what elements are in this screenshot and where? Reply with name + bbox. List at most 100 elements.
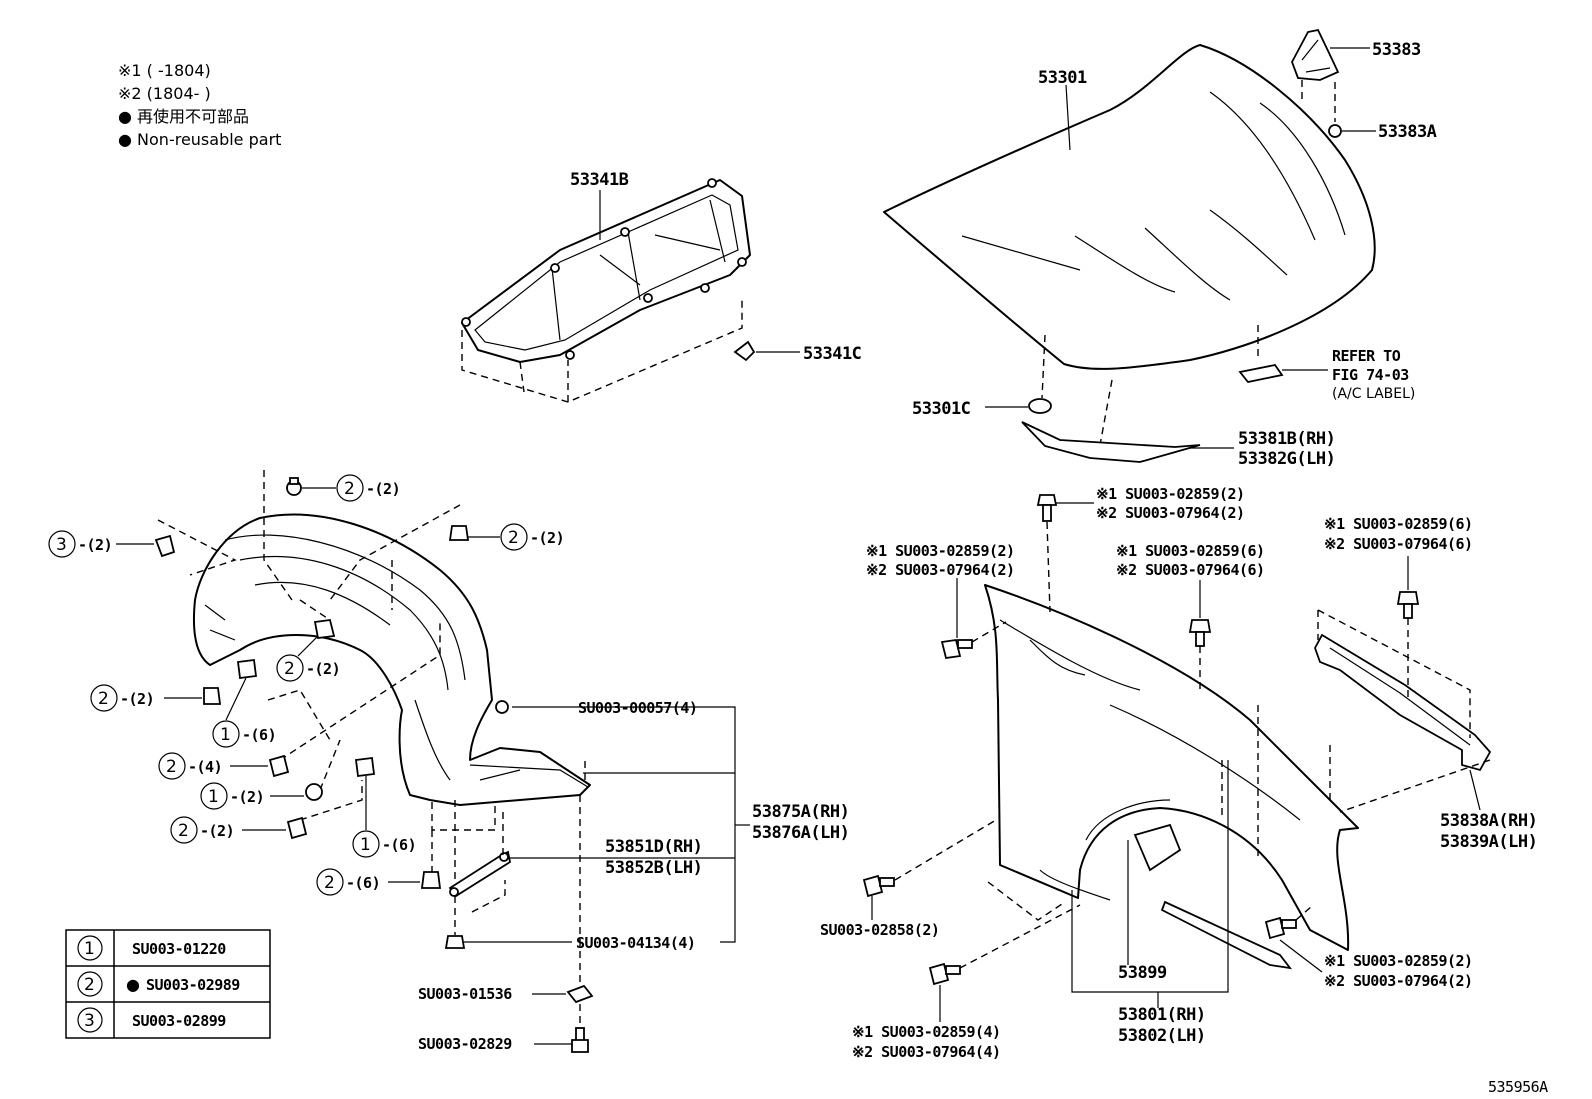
front-fender[interactable] [984, 584, 1359, 951]
label-bracket-lh: 53839A(LH) [1440, 832, 1537, 852]
svg-text:2: 2 [284, 659, 295, 679]
label-bolt-br-2: ※2 SU003-07964(2) [1324, 972, 1473, 990]
callout-c1-left: 1 -(2) [200, 782, 304, 810]
label-brace-lh: 53852B(LH) [605, 858, 702, 878]
svg-text:1: 1 [220, 725, 231, 745]
label-bolt-top-1: ※1 SU003-02859(2) [1096, 485, 1245, 503]
svg-text:1: 1 [360, 835, 371, 855]
svg-text:2: 2 [84, 975, 95, 995]
hood-seal[interactable] [1021, 421, 1201, 463]
legend-part-1: SU003-01220 [132, 940, 226, 958]
callout-c2-four: 2 -(4) [158, 752, 268, 780]
label-bolt-lowleft: SU003-02858(2) [820, 921, 939, 939]
hood-panel[interactable] [883, 44, 1376, 370]
qty-c2-right: -(2) [530, 529, 564, 547]
liner-screw[interactable] [444, 935, 466, 949]
note-line-1: ※1 ( -1804) [118, 61, 211, 80]
callout-c3: 3 -(2) [48, 530, 154, 558]
nut-plate[interactable] [566, 984, 594, 1004]
hood-insulator[interactable] [461, 178, 751, 363]
insulator-clip[interactable] [733, 340, 756, 362]
hood-cushion[interactable] [1028, 398, 1052, 414]
callout-c2-left: 2 -(2) [90, 684, 202, 712]
fender-bolt-top[interactable] [1036, 494, 1058, 522]
label-hood-stopper: 53383 [1372, 40, 1421, 60]
liner-brace[interactable] [448, 850, 512, 898]
fender-bolt-lowleft[interactable] [862, 874, 895, 898]
label-liner-lh: 53876A(LH) [752, 823, 849, 843]
callout-c2-inner: 2 -(2) [276, 635, 341, 682]
svg-text:2: 2 [98, 689, 109, 709]
qty-c1-inner: -(6) [242, 726, 276, 744]
label-bolt-br-1: ※1 SU003-02859(2) [1324, 952, 1473, 970]
fender-bolt-bottomright[interactable] [1264, 916, 1297, 940]
ac-label-plate[interactable] [1238, 364, 1284, 383]
legend-row-2: 2 ● SU003-02989 [77, 971, 241, 997]
fender-bolt-left[interactable] [940, 638, 973, 660]
label-bolt-left-1: ※1 SU003-02859(2) [866, 542, 1015, 560]
label-insulator-clip: 53341C [803, 344, 861, 364]
fender-seal-strip[interactable] [1133, 823, 1293, 970]
label-liner-nut: SU003-00057(4) [578, 699, 697, 717]
callout-c1-low: 1 -(6) [352, 776, 417, 858]
notes-block: ※1 ( -1804) ※2 (1804- ) ● 再使用不可部品 ● Non-… [118, 61, 281, 149]
fender-bracket[interactable] [1314, 633, 1492, 772]
qty-c1-left: -(2) [230, 788, 264, 806]
clip-c1-inner[interactable] [236, 658, 258, 680]
label-bolt-right-2: ※2 SU003-07964(6) [1324, 535, 1473, 553]
legend-row-1: 1 SU003-01220 [77, 935, 227, 961]
fender-bolt-mid[interactable] [1188, 619, 1212, 647]
callout-c1-inner: 1 -(6) [212, 677, 277, 748]
label-screw-bottom: SU003-02829 [418, 1035, 512, 1053]
svg-text:3: 3 [84, 1011, 95, 1031]
label-bracket-rh: 53838A(RH) [1440, 811, 1537, 831]
clip-c2-top[interactable] [286, 477, 302, 496]
note-line-3: ● 再使用不可部品 [118, 107, 249, 126]
callout-c2-top: 2 -(2) [302, 474, 401, 502]
fender-bolt-bottom[interactable] [928, 962, 961, 986]
clip-c2-low[interactable] [286, 816, 308, 840]
svg-text:2: 2 [166, 757, 177, 777]
legend-part-3: SU003-02899 [132, 1012, 226, 1030]
label-bolt-mid-2: ※2 SU003-07964(6) [1116, 561, 1265, 579]
legend-table: 1 SU003-01220 2 ● SU003-02989 3 SU003-02… [65, 929, 271, 1039]
clip-c2-inner[interactable] [313, 619, 336, 639]
qty-c3: -(2) [78, 536, 112, 554]
qty-c1-low: -(6) [382, 836, 416, 854]
screw-bottom[interactable] [571, 1027, 589, 1053]
fender-bolt-right[interactable] [1396, 591, 1420, 619]
note-line-2: ※2 (1804- ) [118, 84, 211, 103]
non-reusable-bullet: ● [126, 975, 140, 994]
svg-text:2: 2 [324, 873, 335, 893]
clip-c3[interactable] [154, 534, 176, 558]
qty-c2-inner: -(2) [306, 660, 340, 678]
hood-stopper[interactable] [1291, 28, 1340, 81]
clip-c2-six[interactable] [420, 871, 442, 889]
note-line-4: ● Non-reusable part [118, 130, 281, 149]
liner-nut[interactable] [495, 700, 509, 714]
label-fender-rh: 53801(RH) [1118, 1005, 1206, 1025]
label-refer-2: FIG 74-03 [1332, 366, 1409, 384]
clip-c1-low[interactable] [354, 756, 376, 778]
svg-text:1: 1 [208, 787, 219, 807]
svg-text:2: 2 [508, 528, 519, 548]
callout-c2-low: 2 -(2) [170, 816, 286, 844]
fender-liner[interactable] [192, 513, 591, 806]
clip-c1-left[interactable] [305, 783, 323, 801]
svg-text:2: 2 [344, 479, 355, 499]
clip-c2-four[interactable] [268, 754, 290, 778]
clip-c2-left[interactable] [203, 687, 222, 705]
svg-text:2: 2 [178, 821, 189, 841]
hood-stopper-clip[interactable] [1328, 124, 1342, 138]
legend-row-3: 3 SU003-02899 [77, 1007, 227, 1033]
label-liner-screw: SU003-04134(4) [576, 934, 695, 952]
label-nut-plate: SU003-01536 [418, 985, 512, 1003]
label-seal-lh: 53382G(LH) [1238, 449, 1335, 469]
svg-text:1: 1 [84, 939, 95, 959]
label-bolt-bottom-2: ※2 SU003-07964(4) [852, 1043, 1001, 1061]
label-bolt-mid-1: ※1 SU003-02859(6) [1116, 542, 1265, 560]
clip-c2-right[interactable] [448, 525, 470, 541]
label-refer-1: REFER TO [1332, 347, 1401, 365]
qty-c2-left: -(2) [120, 690, 154, 708]
qty-c2-six: -(6) [346, 874, 380, 892]
